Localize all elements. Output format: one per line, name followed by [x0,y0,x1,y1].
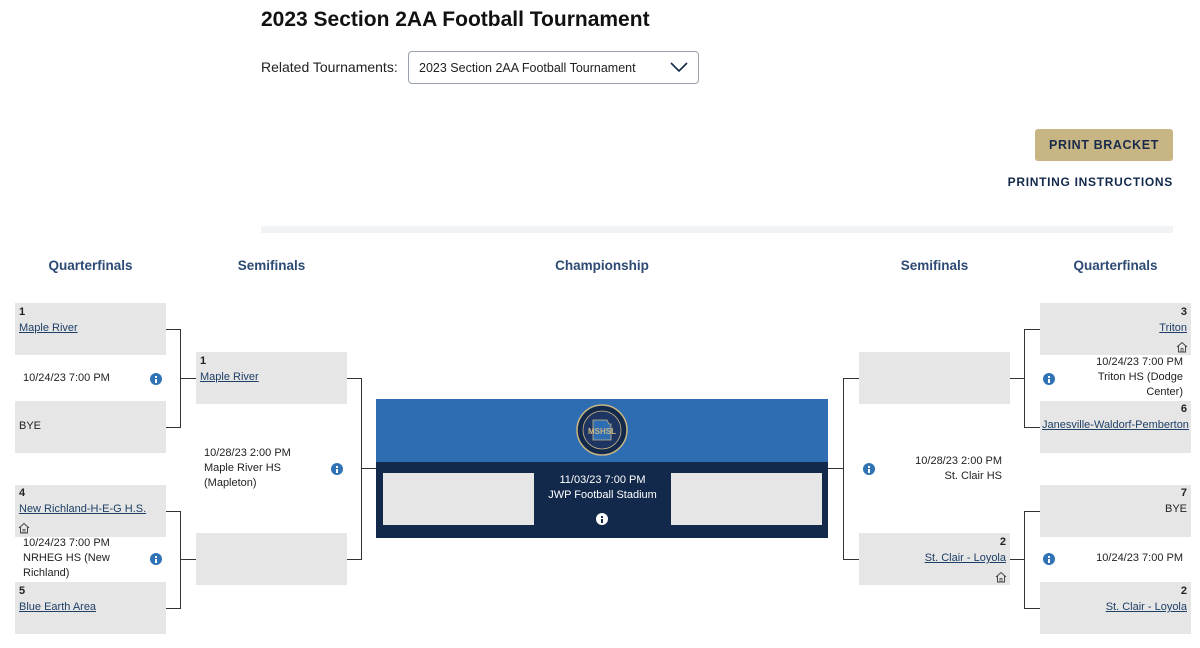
left-qf2-top-slot [15,485,166,537]
bracket-line [1010,559,1025,560]
game-datetime: 10/24/23 7:00 PM [23,372,110,384]
championship-left-slot [383,473,534,525]
seed: 1 [19,306,26,318]
info-icon[interactable] [863,463,875,475]
bracket-line [1024,427,1040,428]
right-qf2-top-slot [1040,485,1191,537]
seed: 4 [19,487,26,499]
game-datetime: 10/28/23 2:00 PM [204,447,291,459]
left-qf1-bottom-slot [15,401,166,453]
championship-location: JWP Football Stadium [548,489,657,501]
header-left-quarterfinals: Quarterfinals [48,258,133,273]
team-name: BYE [1164,503,1187,515]
printing-instructions-link[interactable]: PRINTING INSTRUCTIONS [1007,175,1173,189]
bracket-line [180,559,196,560]
bracket-line [347,559,362,560]
championship-datetime: 11/03/23 7:00 PM [559,474,646,486]
team-link[interactable]: New Richland-H-E-G H.S. [19,503,147,515]
info-icon[interactable] [150,373,162,385]
bracket-line [828,468,843,469]
bracket-line [180,378,196,379]
game-location: Maple River HS (Mapleton) [204,462,282,489]
right-qf2-bottom-slot [1040,582,1191,634]
seed: 2 [1180,585,1187,597]
bracket-line [180,511,181,609]
team-link[interactable]: Triton [1159,322,1187,334]
right-qf1-top-slot [1040,303,1191,355]
game-location: St. Clair HS [944,470,1002,482]
left-qf2-bottom-slot [15,582,166,634]
bracket-line [361,468,376,469]
home-icon [1176,341,1188,353]
team-name: BYE [19,420,42,432]
divider [261,226,1173,233]
game-datetime: 10/24/23 7:00 PM [1096,356,1183,368]
home-icon [18,522,30,534]
bracket-line [1010,378,1025,379]
bracket-line [166,511,181,512]
page-title: 2023 Section 2AA Football Tournament [261,8,650,31]
right-sf-bottom-slot [859,533,1010,585]
info-icon[interactable] [1043,553,1055,565]
header-right-semifinals: Semifinals [900,258,969,273]
header-right-quarterfinals: Quarterfinals [1073,258,1158,273]
seed: 7 [1180,487,1187,499]
bracket-line [1024,511,1025,609]
team-link[interactable]: Blue Earth Area [19,601,97,613]
game-datetime: 10/24/23 7:00 PM [1096,552,1183,564]
seed: 1 [200,355,207,367]
game-datetime: 10/28/23 2:00 PM [915,455,1002,467]
right-sf-top-slot [859,352,1010,404]
seed: 2 [999,536,1006,548]
bracket-line [1024,511,1040,512]
left-sf-top-slot [196,352,347,404]
mshsl-logo: MSHSL [576,404,628,456]
championship-right-slot [671,473,822,525]
related-tournaments-label: Related Tournaments: [261,59,398,75]
team-link[interactable]: St. Clair - Loyola [924,552,1006,564]
info-icon[interactable] [150,553,162,565]
team-link[interactable]: Maple River [200,371,259,383]
team-link[interactable]: Janesville-Waldorf-Pemberton [1042,419,1189,431]
related-tournaments-select[interactable]: 2023 Section 2AA Football Tournament [408,51,699,84]
game-location: Triton HS (Dodge Center) [1097,371,1183,398]
info-icon[interactable] [596,513,608,525]
team-link[interactable]: Maple River [19,322,78,334]
header-left-semifinals: Semifinals [237,258,306,273]
bracket-line [843,378,844,560]
right-qf1-bottom-slot [1040,401,1191,453]
svg-text:MSHSL: MSHSL [588,427,616,436]
header-championship: Championship [555,258,649,273]
chevron-down-icon [670,62,688,73]
bracket-line [166,608,181,609]
bracket-line [166,427,181,428]
left-qf1-top-slot [15,303,166,355]
left-sf-bottom-slot [196,533,347,585]
seed: 5 [19,585,26,597]
bracket-line [1024,329,1040,330]
home-icon [995,571,1007,583]
game-location: NRHEG HS (New Richland) [23,552,110,579]
bracket-line [843,378,859,379]
seed: 6 [1180,403,1187,415]
bracket-line [1024,608,1040,609]
seed: 3 [1180,306,1187,318]
info-icon[interactable] [1043,373,1055,385]
print-bracket-button[interactable]: PRINT BRACKET [1035,129,1173,161]
team-link[interactable]: St. Clair - Loyola [1105,601,1187,613]
bracket-line [347,378,362,379]
info-icon[interactable] [331,463,343,475]
related-tournaments-value: 2023 Section 2AA Football Tournament [419,61,636,75]
bracket-line [843,559,859,560]
bracket-line [1024,329,1025,428]
bracket-line [166,329,181,330]
bracket-line [361,378,362,560]
game-datetime: 10/24/23 7:00 PM [23,537,110,549]
